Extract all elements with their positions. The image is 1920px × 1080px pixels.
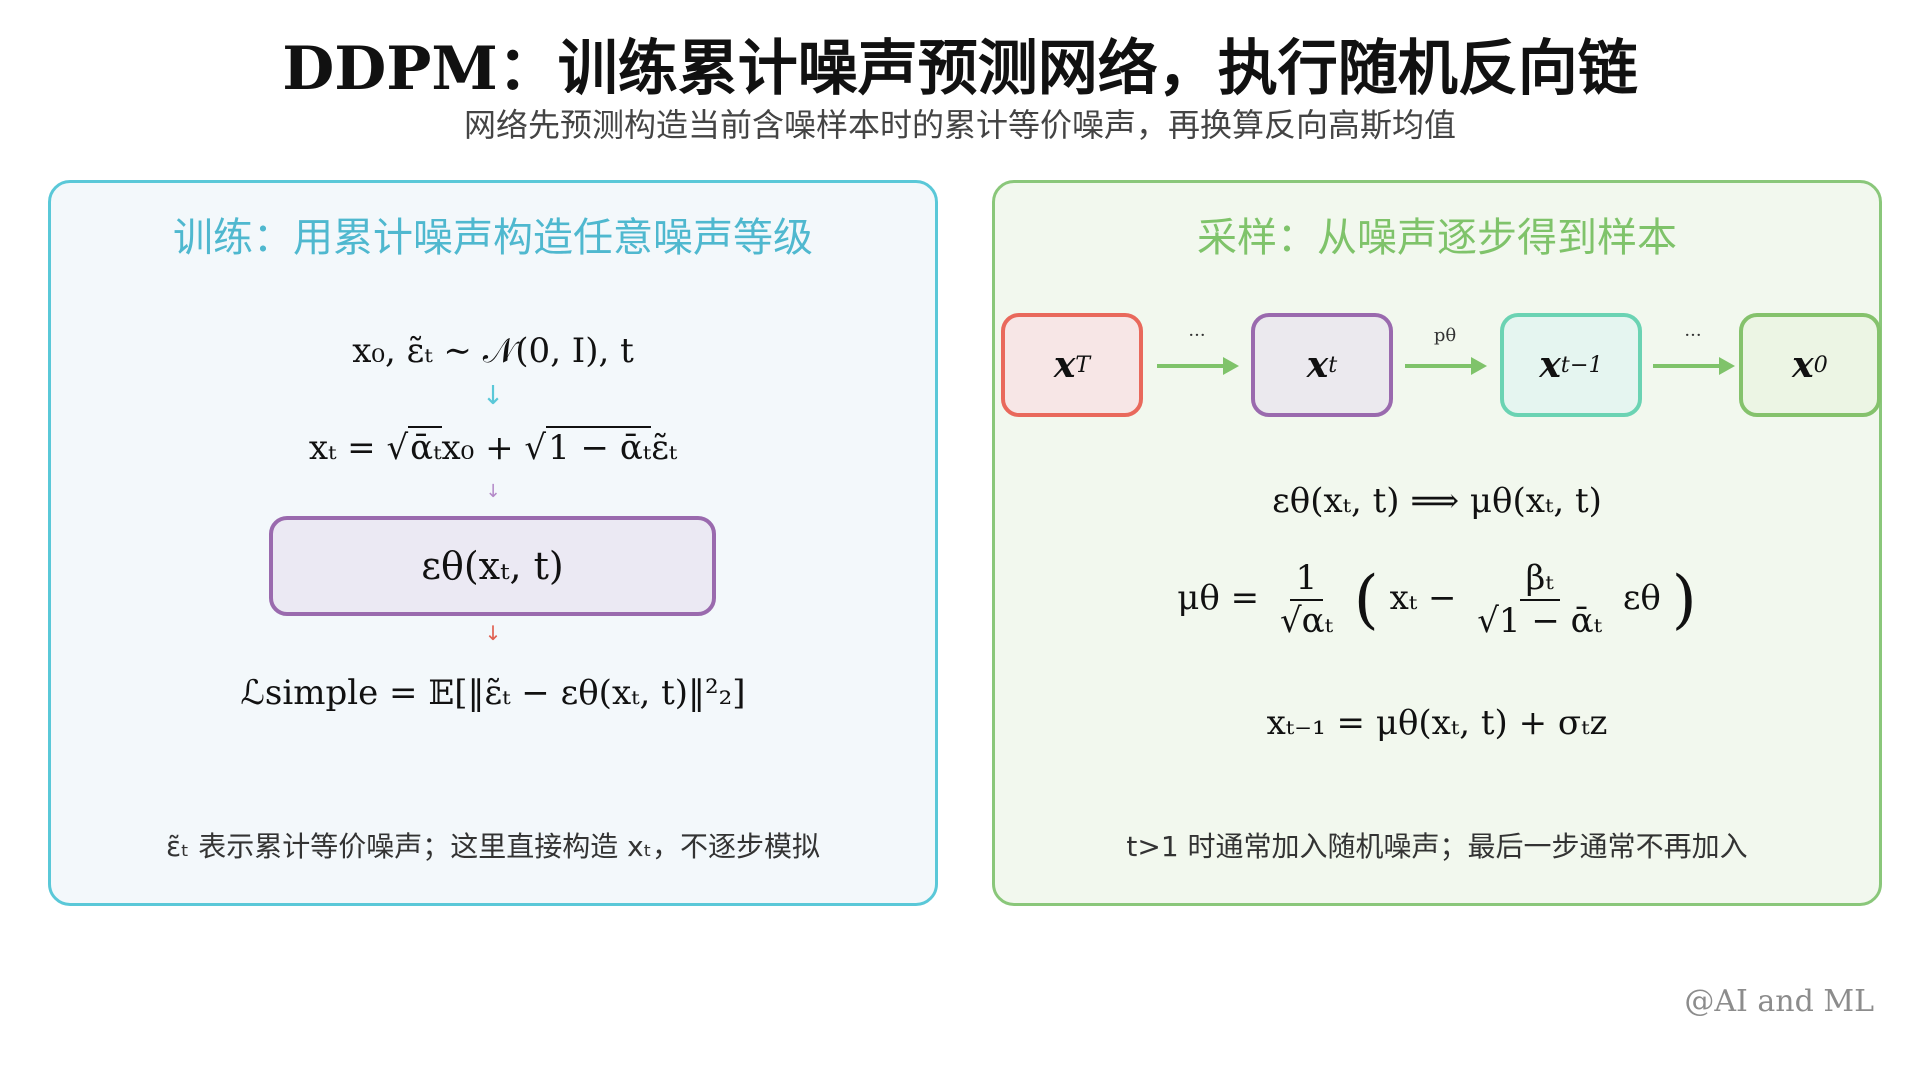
right-arrow-icon [1405, 357, 1487, 375]
simple-loss: ℒsimple = 𝔼[‖ε̃ₜ − εθ(xₜ, t)‖²₂] [240, 673, 746, 713]
arrow-label-ellipsis: ··· [1684, 325, 1702, 346]
training-note: ε̃ₜ 表示累计等价噪声；这里直接构造 xₜ，不逐步模拟 [165, 830, 821, 863]
training-panel: 训练：用累计噪声构造任意噪声等级 x₀, ε̃ₜ ∼ 𝒩(0, I), t ↓ … [48, 180, 938, 906]
eq-eps-term: ε̃ₜ [651, 428, 678, 468]
down-arrow-icon: ↓ [482, 381, 504, 411]
title-rest: ：训练累计噪声预测网络，执行随机反向链 [497, 34, 1638, 104]
eq-sqrt-alpha: ᾱₜ [408, 426, 442, 468]
watermark: @AI and ML [1684, 984, 1874, 1019]
sampling-panel-title: 采样：从噪声逐步得到样本 [1197, 215, 1677, 261]
noise-prediction-network: εθ(xₜ, t) [269, 516, 716, 616]
title-ddpm: DDPM [282, 34, 498, 104]
eq-xt-lhs: xₜ = [308, 428, 387, 468]
mu-theta-equation: μθ = 1√αₜ ( xₜ − βₜ√1 − ᾱₜ εθ ) [1177, 558, 1697, 641]
right-arrow-icon [1653, 357, 1735, 375]
down-arrow-icon: ↓ [484, 621, 502, 645]
forward-noising-equation: xₜ = √ᾱₜx₀ + √1 − ᾱₜε̃ₜ [308, 426, 678, 468]
sampling-update-equation: xₜ₋₁ = μθ(xₜ, t) + σₜz [1266, 703, 1608, 743]
down-arrow-icon: ↓ [485, 481, 501, 502]
eq-sqrt-one-minus-alpha: 1 − ᾱₜ [546, 426, 652, 468]
sampling-note: t>1 时通常加入随机噪声；最后一步通常不再加入 [1126, 830, 1748, 863]
training-inputs: x₀, ε̃ₜ ∼ 𝒩(0, I), t [352, 331, 634, 371]
training-panel-title: 训练：用累计噪声构造任意噪声等级 [173, 215, 813, 261]
page-title: DDPM：训练累计噪声预测网络，执行随机反向链 [0, 20, 1920, 107]
arrow-label-p-theta: pθ [1433, 325, 1457, 346]
page-subtitle: 网络先预测构造当前含噪样本时的累计等价噪声，再换算反向高斯均值 [463, 106, 1456, 144]
arrow-label-ellipsis: ··· [1188, 325, 1206, 346]
right-arrow-icon [1157, 357, 1239, 375]
eps-to-mu-equation: εθ(xₜ, t) ⟹ μθ(xₜ, t) [1272, 481, 1602, 521]
eq-x0-term: x₀ + [441, 428, 525, 468]
